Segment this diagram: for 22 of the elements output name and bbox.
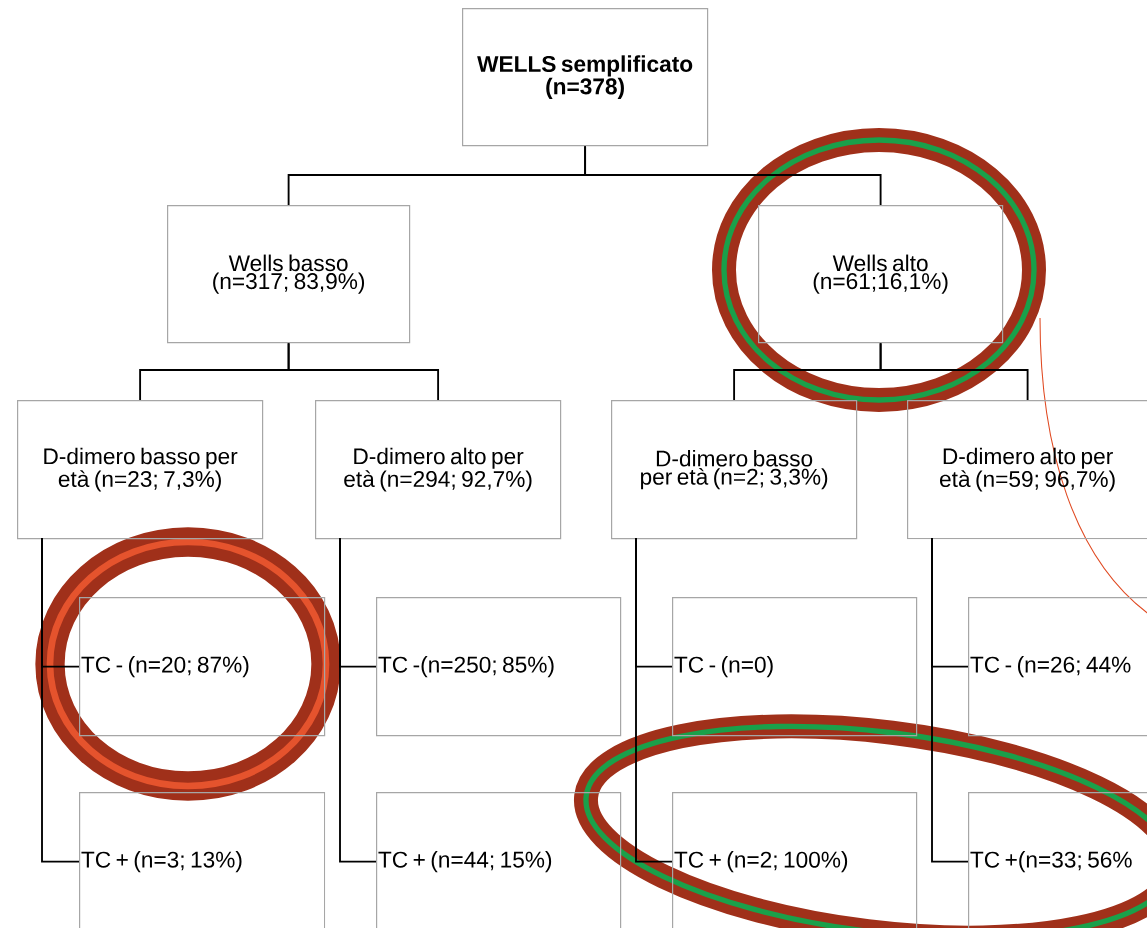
process-box: TC - (n=26; 44% bbox=[968, 597, 1147, 737]
process-box: D-dimero alto per età (n=59; 96,7%) bbox=[907, 400, 1147, 540]
connector-line bbox=[635, 537, 673, 863]
process-box: TC + (n=3; 13%) bbox=[79, 792, 326, 928]
process-box: D-dimero alto per età (n=294; 92,7%) bbox=[315, 400, 562, 540]
process-box: Wells basso (n=317; 83,9%) bbox=[167, 205, 411, 344]
process-box: TC -(n=250; 85%) bbox=[376, 597, 622, 737]
connector-line bbox=[339, 537, 377, 863]
connector-line bbox=[41, 537, 80, 863]
process-box: Wells alto (n=61;16,1%) bbox=[758, 205, 1004, 344]
process-box: D-dimero basso per età (n=23; 7,3%) bbox=[17, 400, 264, 540]
process-box: WELLS semplificato (n=378) bbox=[462, 8, 709, 147]
process-box: TC - (n=20; 87%) bbox=[79, 597, 326, 737]
connector-line bbox=[584, 145, 882, 206]
process-box: TC - (n=0) bbox=[672, 597, 918, 737]
process-box: TC + (n=2; 100%) bbox=[672, 792, 918, 928]
process-box: TC + (n=44; 15%) bbox=[376, 792, 622, 928]
connector-line bbox=[931, 537, 969, 863]
connector-line bbox=[287, 342, 440, 401]
process-box: TC +(n=33; 56% bbox=[968, 792, 1147, 928]
process-box: D-dimero basso per età (n=2; 3,3%) bbox=[611, 400, 858, 540]
connector-line bbox=[879, 342, 1029, 401]
